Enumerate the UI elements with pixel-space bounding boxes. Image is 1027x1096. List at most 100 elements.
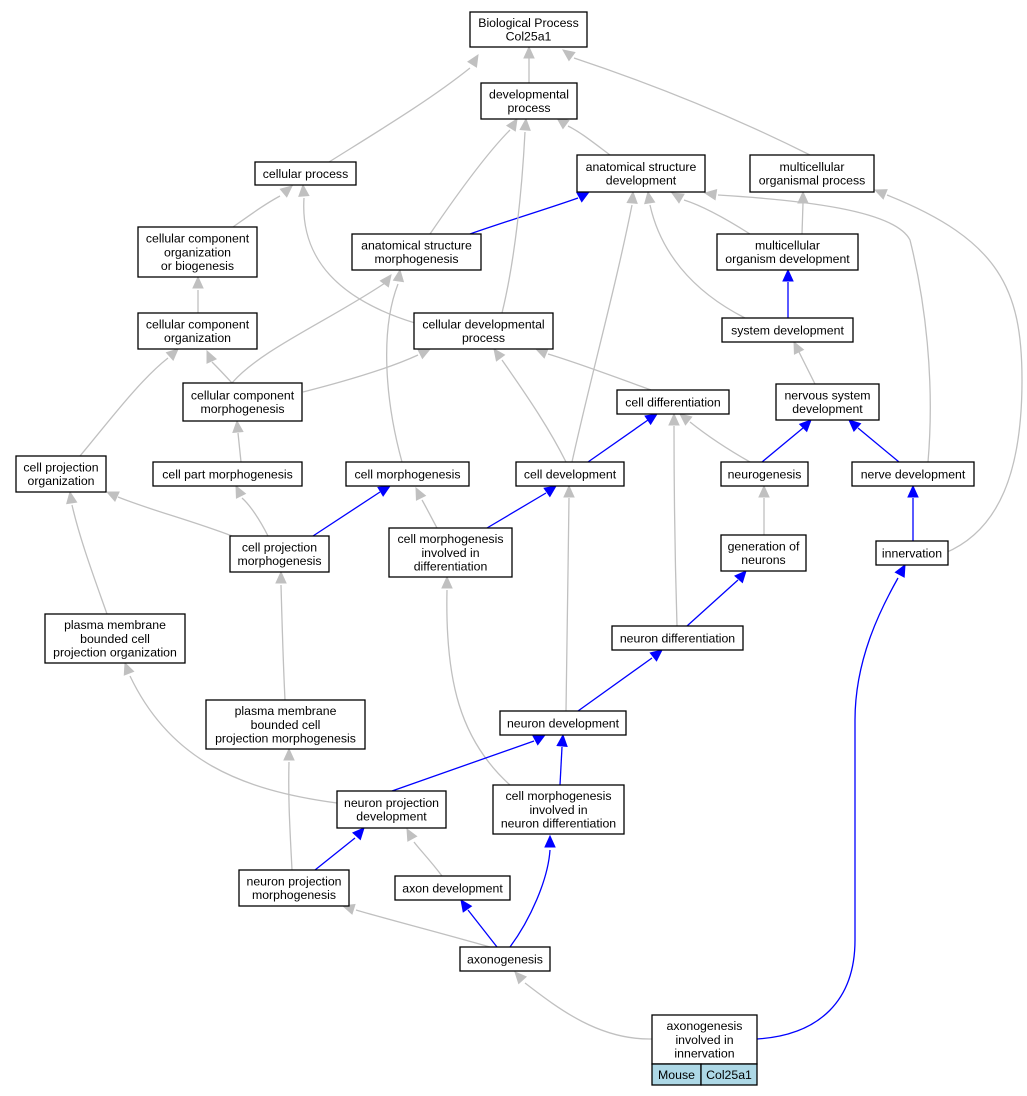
edge-arrowhead bbox=[235, 484, 247, 499]
go-term-node-innervation[interactable]: innervation bbox=[875, 540, 949, 566]
edge-line bbox=[79, 357, 169, 457]
edge-arrowhead bbox=[105, 491, 120, 503]
node-label-line: neuron development bbox=[507, 716, 620, 730]
node-box bbox=[469, 11, 588, 48]
node-label-line: plasma membrane bbox=[235, 704, 337, 718]
go-term-node-cpm[interactable]: cell part morphogenesis bbox=[152, 461, 303, 487]
edge-arrowhead bbox=[206, 349, 218, 364]
edge-arrowhead bbox=[679, 413, 693, 426]
node-label-line: involved in bbox=[675, 1033, 733, 1047]
node-label-line: axon development bbox=[402, 881, 503, 895]
edge-line bbox=[303, 197, 416, 324]
go-term-node-celldev[interactable]: cell development bbox=[515, 461, 625, 487]
edge-line bbox=[446, 589, 511, 786]
node-label-line: process bbox=[462, 331, 505, 345]
node-box bbox=[15, 455, 107, 493]
node-label-line: organization bbox=[164, 245, 231, 259]
edge-arrowhead bbox=[298, 183, 310, 197]
edge-arrowhead bbox=[644, 413, 659, 426]
edge-arrowhead bbox=[576, 191, 591, 203]
go-term-node-neurondiff[interactable]: neuron differentiation bbox=[611, 625, 744, 651]
edge-arrowhead bbox=[519, 117, 531, 131]
edge-arrowhead bbox=[441, 575, 453, 589]
go-term-node-axonogenesis[interactable]: axonogenesis bbox=[459, 946, 551, 972]
edge-arrowhead bbox=[392, 268, 405, 283]
go-term-node-cellmorph[interactable]: cell morphogenesis bbox=[345, 461, 470, 487]
go-term-node-neurogenesis[interactable]: neurogenesis bbox=[720, 461, 809, 487]
node-label-line: bounded cell bbox=[251, 718, 321, 732]
go-term-node-axondev[interactable]: axon development bbox=[394, 875, 511, 901]
node-label-line: cell morphogenesis bbox=[398, 532, 504, 546]
node-label-line: morphogenesis bbox=[200, 402, 284, 416]
edge-line bbox=[501, 359, 567, 463]
node-box bbox=[351, 233, 482, 271]
edges bbox=[66, 45, 1023, 1040]
edge-line bbox=[117, 496, 233, 537]
gene-tag-box bbox=[700, 1063, 758, 1086]
edge-line bbox=[280, 584, 286, 701]
edge-arrowhead bbox=[352, 827, 365, 841]
node-box bbox=[254, 161, 357, 186]
node-box bbox=[238, 869, 350, 907]
go-term-node-nervedev[interactable]: nerve development bbox=[851, 461, 975, 487]
node-label-line: development bbox=[792, 402, 863, 416]
edge-line bbox=[565, 497, 570, 712]
node-box bbox=[205, 699, 366, 750]
node-label-line: neuron differentiation bbox=[501, 816, 616, 830]
node-label-line: neuron differentiation bbox=[620, 631, 735, 645]
edge-line bbox=[232, 195, 281, 228]
node-box bbox=[336, 790, 447, 829]
node-box bbox=[616, 389, 730, 415]
edge-arrowhead bbox=[670, 192, 685, 204]
node-label-line: cell differentiation bbox=[625, 395, 721, 409]
edge-line bbox=[577, 657, 653, 712]
node-label-line: Biological Process bbox=[478, 16, 578, 30]
node-label-line: cell projection bbox=[23, 461, 98, 475]
edge-arrowhead bbox=[873, 189, 888, 200]
edge-line bbox=[689, 421, 751, 463]
go-term-node-celldiff[interactable]: cell differentiation bbox=[616, 389, 730, 415]
node-label-line: nerve development bbox=[861, 467, 966, 481]
edge-arrowhead bbox=[192, 275, 204, 289]
edge-arrowhead bbox=[505, 117, 518, 132]
node-box bbox=[576, 154, 706, 193]
node-label-line: morphogenesis bbox=[374, 252, 458, 266]
edge-arrowhead bbox=[649, 649, 663, 662]
node-box bbox=[851, 461, 975, 487]
go-term-node-sysdev[interactable]: system development bbox=[721, 317, 854, 343]
go-term-node-neurondev[interactable]: neuron development bbox=[499, 710, 627, 736]
node-label-line: organism development bbox=[725, 252, 850, 266]
node-label-line: cell morphogenesis bbox=[506, 789, 612, 803]
node-label-line: developmental bbox=[489, 88, 569, 102]
node-label-line: projection morphogenesis bbox=[215, 731, 356, 745]
node-box bbox=[388, 527, 513, 578]
node-label-line: organization bbox=[28, 474, 95, 488]
edge-arrowhead bbox=[894, 563, 906, 578]
node-box bbox=[716, 233, 859, 271]
node-label-line: neuron projection bbox=[344, 796, 439, 810]
edge-arrowhead bbox=[415, 486, 427, 501]
go-term-node-cellproc[interactable]: cellular process bbox=[254, 161, 357, 186]
edge-line bbox=[288, 761, 293, 871]
